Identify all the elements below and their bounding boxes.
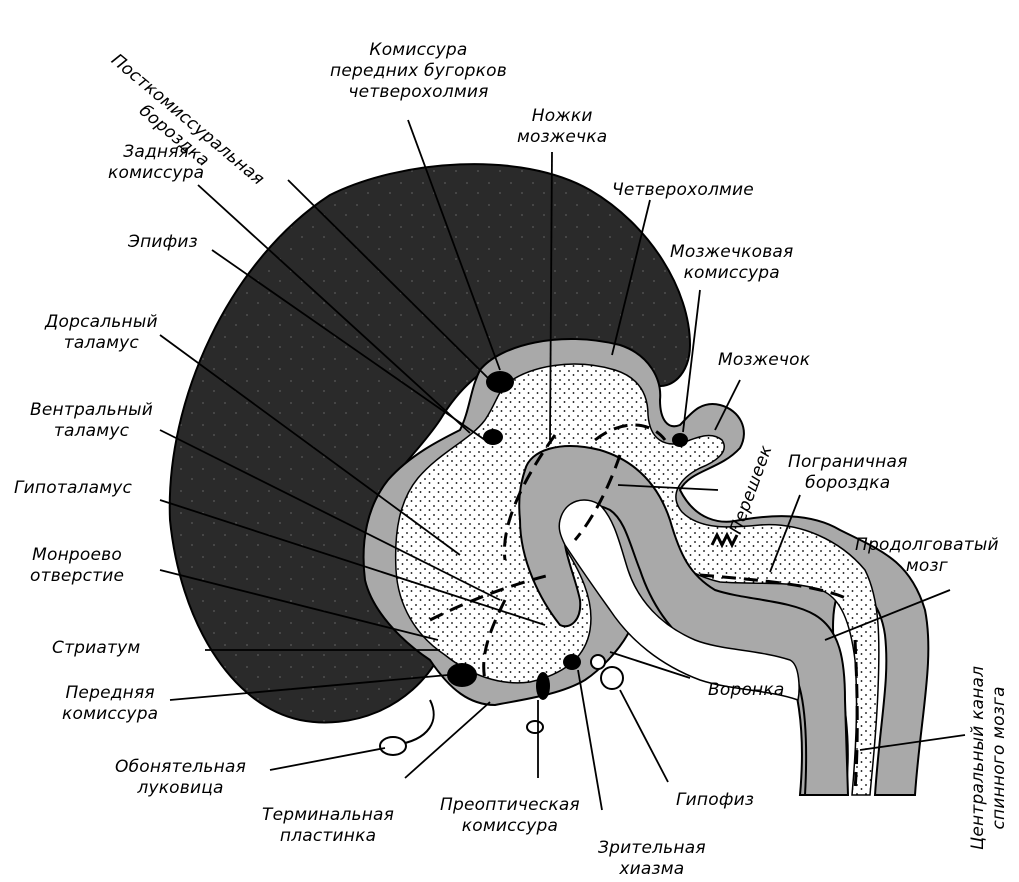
label-optic-chiasm: Зрительная хиазма xyxy=(598,838,706,880)
label-olfactory-bulb: Обонятельная луковица xyxy=(115,757,246,799)
label-central-canal: Центральный канал спинного мозга xyxy=(968,666,1010,850)
label-medulla-oblongata: Продолговатый мозг xyxy=(855,535,999,577)
label-posterior-commissure: Задняя комиссура xyxy=(108,142,204,184)
label-anterior-commissure: Передняя комиссура xyxy=(62,683,158,725)
label-cerebellum: Мозжечок xyxy=(718,350,810,371)
label-terminal-lamina: Терминальная пластинка xyxy=(262,805,394,847)
label-ventral-thalamus: Вентральный таламус xyxy=(30,400,153,442)
label-hypophysis: Гипофиз xyxy=(676,790,754,811)
label-epiphysis: Эпифиз xyxy=(128,232,198,253)
label-cerebellar-peduncles: Ножки мозжечка xyxy=(517,106,607,148)
label-dorsal-thalamus: Дорсальный таламус xyxy=(45,312,158,354)
label-sulcus-limitans: Пограничная бороздка xyxy=(788,452,908,494)
label-hypothalamus: Гипоталамус xyxy=(14,478,132,499)
label-striatum: Стриатум xyxy=(52,638,140,659)
label-cerebellar-commissure: Мозжечковая комиссура xyxy=(670,242,793,284)
label-infundibulum: Воронка xyxy=(708,680,784,701)
olfactory-bulb-shape xyxy=(380,737,406,755)
label-preoptic-commissure: Преоптическая комиссура xyxy=(440,795,580,837)
label-commissure-anterior-colliculi: Комиссура передних бугорков четверохолми… xyxy=(330,40,507,103)
label-monro-foramen: Монроево отверстие xyxy=(30,545,124,587)
hypophysis-shape xyxy=(601,667,623,689)
label-quadrigemina: Четверохолмие xyxy=(612,180,754,201)
